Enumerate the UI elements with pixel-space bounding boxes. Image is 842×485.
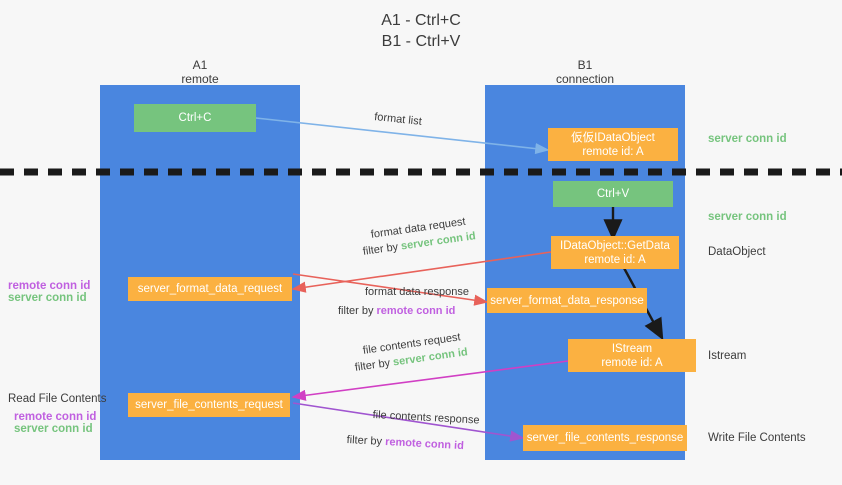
node-server-file-contents-response[interactable]: server_file_contents_response: [523, 425, 687, 451]
title-line-2: B1 - Ctrl+V: [381, 33, 461, 50]
left-label-remote-conn-1: remote conn id: [8, 280, 91, 292]
node-ctrl-v[interactable]: Ctrl+V: [553, 181, 673, 207]
title-line-1: A1 - Ctrl+C: [381, 12, 461, 29]
node-istream-line2: remote id: A: [601, 356, 663, 369]
node-ctrl-v-label: Ctrl+V: [596, 188, 630, 200]
right-label-server-conn-top: server conn id: [708, 133, 787, 145]
node-server-file-contents-request-label: server_file_contents_request: [135, 399, 283, 411]
node-server-file-contents-response-label: server_file_contents_response: [526, 432, 684, 444]
node-istream-line1: IStream: [611, 342, 653, 355]
column-header-a1: A1 remote: [100, 58, 300, 86]
column-b1-sub: connection: [555, 72, 615, 86]
node-ctrl-c[interactable]: Ctrl+C: [134, 104, 256, 132]
column-header-b1: B1 connection: [485, 58, 685, 86]
edge-label-format-data-response: format data response: [365, 286, 469, 298]
node-getdata-line1: IDataObject::GetData: [560, 239, 670, 252]
node-idataobject-top-line2: remote id: A: [582, 145, 644, 158]
column-b1-name: B1: [577, 58, 593, 72]
node-getdata[interactable]: IDataObject::GetData remote id: A: [551, 236, 679, 269]
right-label-dataobject: DataObject: [708, 246, 766, 258]
node-server-format-data-response-label: server_format_data_response: [490, 294, 644, 307]
edge-filter-value-2: remote conn id: [376, 305, 456, 317]
edge-filter-prefix-3: filter by: [354, 356, 394, 374]
right-label-server-conn-mid: server conn id: [708, 211, 787, 223]
page-title: A1 - Ctrl+C B1 - Ctrl+V: [0, 10, 842, 52]
right-label-write-file-contents: Write File Contents: [708, 432, 806, 444]
node-idataobject-top-line1: 仮仮IDataObject: [571, 131, 655, 144]
edge-filter-value-4: remote conn id: [384, 436, 465, 453]
node-getdata-line2: remote id: A: [584, 253, 646, 266]
edge-filter-prefix-1: filter by: [362, 240, 402, 258]
left-label-read-file-contents: Read File Contents: [8, 393, 107, 405]
edge-filter-format-data-response: filter by remote conn id: [338, 304, 455, 319]
edge-filter-prefix-4: filter by: [346, 433, 386, 448]
edge-label-format-list: format list: [373, 110, 423, 128]
column-a1-name: A1: [192, 58, 208, 72]
left-label-server-conn-1: server conn id: [8, 292, 87, 304]
node-server-file-contents-request[interactable]: server_file_contents_request: [128, 393, 290, 417]
node-istream[interactable]: IStream remote id: A: [568, 339, 696, 372]
node-idataobject-top[interactable]: 仮仮IDataObject remote id: A: [548, 128, 678, 161]
node-server-format-data-request-label: server_format_data_request: [137, 283, 283, 295]
node-server-format-data-request[interactable]: server_format_data_request: [128, 277, 292, 301]
edge-filter-file-contents-response: filter by remote conn id: [346, 433, 464, 454]
left-label-server-conn-2: server conn id: [14, 423, 93, 435]
left-label-remote-conn-2: remote conn id: [14, 411, 97, 423]
right-label-istream: Istream: [708, 350, 747, 362]
edge-label-file-contents-response: file contents response: [372, 408, 480, 427]
node-server-format-data-response[interactable]: server_format_data_response: [487, 288, 647, 313]
node-ctrl-c-label: Ctrl+C: [178, 112, 212, 124]
edge-filter-prefix-2: filter by: [338, 305, 377, 317]
column-a1-sub: remote: [181, 72, 219, 86]
